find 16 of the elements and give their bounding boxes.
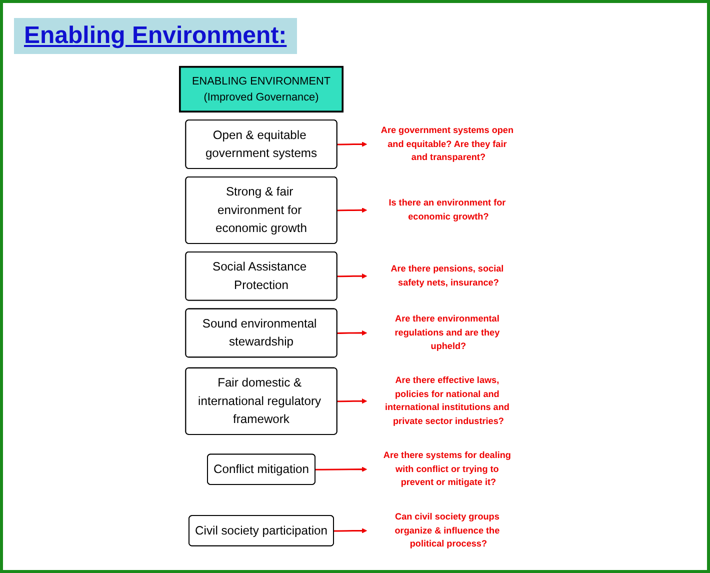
node-text: Are there systems for dealing with conflict or trying to prevent or mitigate it? [383, 450, 511, 488]
node-text: Are government systems open and equitable? Are they fair and transparent? [380, 125, 514, 163]
arrow [337, 142, 368, 147]
arrow [337, 330, 368, 336]
node-text: Is there an environment for economic growth? [388, 198, 506, 222]
node-text: Are there pensions, social safety nets, insurance? [390, 264, 504, 288]
arrow [334, 528, 368, 534]
arrow [337, 208, 368, 213]
node-text: Can civil society groups organize & influence the political process? [394, 512, 500, 549]
title: Enabling Environment: [14, 18, 297, 54]
node-text: Are there environmental regulations and are they upheld? [394, 314, 500, 352]
node-box: ENABLING ENVIRONMENT (Improved Governance) [179, 66, 344, 112]
node-text: Are there effective laws, policies for national and international institutions and private sector industries? [384, 375, 510, 426]
arrow [315, 466, 368, 472]
arrow [337, 273, 368, 279]
arrow [337, 398, 368, 404]
